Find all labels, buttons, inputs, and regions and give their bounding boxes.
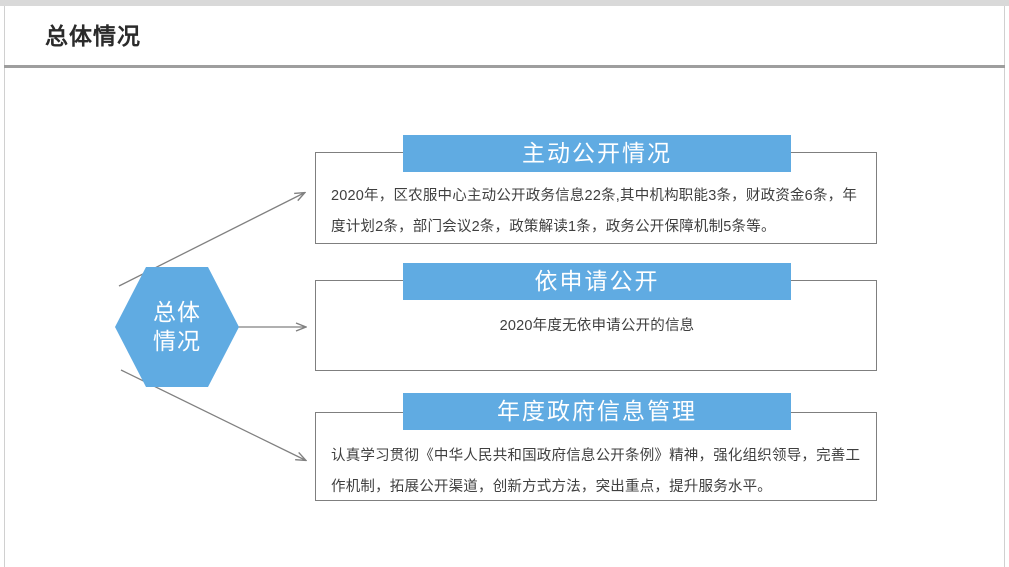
content-panel: 总体 情况 主动公开情况 2020年，区农服中心主动公开政务信息22条,其中机构…	[4, 68, 1005, 567]
page-title: 总体情况	[45, 23, 141, 49]
window-top-edge	[0, 0, 1009, 6]
root-node-label-line2: 情况	[153, 328, 201, 354]
root-node-label-line1: 总体	[153, 299, 201, 325]
card-1-body: 2020年，区农服中心主动公开政务信息22条,其中机构职能3条，财政资金6条，年…	[331, 188, 858, 235]
card-3-body: 认真学习贯彻《中华人民共和国政府信息公开条例》精神，强化组织领导，完善工作机制，…	[331, 448, 861, 495]
card-2-body: 2020年度无依申请公开的信息	[499, 318, 695, 334]
header-divider	[4, 65, 1005, 68]
root-node[interactable]: 总体 情况	[115, 267, 239, 387]
card-1-heading: 主动公开情况	[403, 135, 791, 172]
hexagon-shape	[115, 267, 239, 387]
header-bar: 总体情况	[4, 6, 1005, 65]
overview-diagram: 总体 情况 主动公开情况 2020年，区农服中心主动公开政务信息22条,其中机构…	[5, 68, 1004, 567]
root-node-label: 总体 情况	[115, 267, 239, 387]
card-3-heading: 年度政府信息管理	[403, 393, 791, 430]
card-2-heading: 依申请公开	[403, 263, 791, 300]
